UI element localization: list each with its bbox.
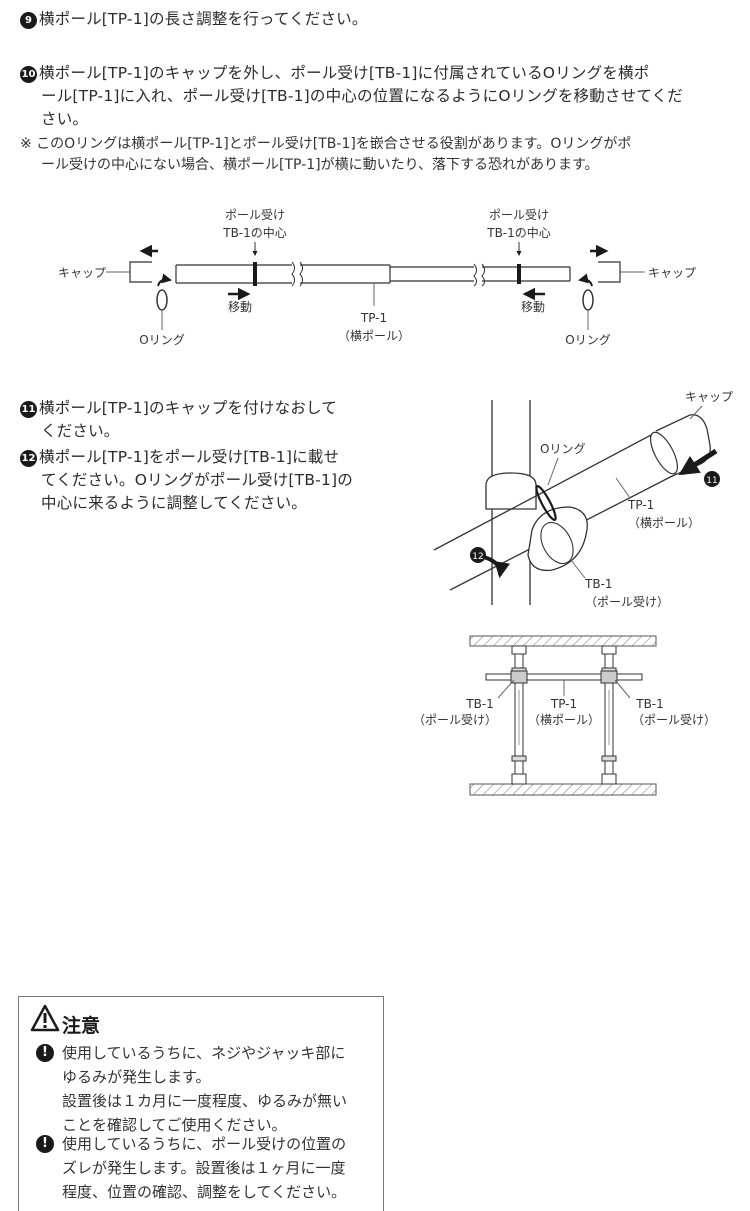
step-number-badge: 9 xyxy=(20,12,37,29)
pole-right-segment xyxy=(482,266,571,282)
caution-bang-icon: ! xyxy=(36,1135,54,1153)
center-label-left-2: TB-1の中心 xyxy=(222,225,287,240)
tp-label-1: TP-1 xyxy=(550,697,577,711)
cap-label-left: キャップ xyxy=(58,266,106,280)
pole-middle-outer xyxy=(300,264,390,284)
tp-label-2: （横ポール） xyxy=(338,329,410,343)
caution-item-2-line-3: 程度、位置の確認、調整をしてください。 xyxy=(62,1183,347,1201)
cap-label: キャップ xyxy=(685,390,733,404)
tb-left-label-1: TB-1 xyxy=(465,697,494,711)
step-9-text: 横ポール[TP-1]の長さ調整を行ってください。 xyxy=(39,10,368,28)
caution-item-1-line-2: ゆるみが発生します。 xyxy=(62,1068,211,1086)
caution-item-2-line-2: ズレが発生します。設置後は１ヶ月に一度 xyxy=(62,1159,346,1177)
mounting-detail-diagram: キャップ Oリング TP-1 （横ポール） TB-1 （ポール受け） 11 12 xyxy=(433,390,733,609)
right-vertical-pole xyxy=(601,645,617,785)
move-label-left: 移動 xyxy=(228,300,252,314)
tp-label-1: TP-1 xyxy=(360,311,387,325)
left-vertical-pole xyxy=(511,645,527,785)
floor-hatch xyxy=(469,783,657,796)
installation-overview-diagram: TB-1 （ポール受け） TP-1 （横ポール） TB-1 （ポール受け） xyxy=(413,635,716,796)
cap-label-right: キャップ xyxy=(648,266,696,280)
caution-item-2: 使用しているうちに、ポール受けの位置の ズレが発生します。設置後は１ヶ月に一度 … xyxy=(62,1132,382,1204)
caution-item-2-line-1: 使用しているうちに、ポール受けの位置の xyxy=(62,1135,347,1153)
oring-label-left: Oリング xyxy=(139,333,184,347)
center-label-left-1: ポール受け xyxy=(225,208,285,222)
oring-on-pole xyxy=(535,485,557,521)
oring-on-pole-left xyxy=(253,262,257,286)
receiver-hook-shape xyxy=(527,506,588,572)
tp-label-2: （横ポール） xyxy=(528,713,600,727)
step-10-line-3: さい。 xyxy=(41,110,89,128)
tb-left-label-2: （ポール受け） xyxy=(413,713,497,727)
step-10-line-1: 横ポール[TP-1]のキャップを外し、ポール受け[TB-1]に付属されているOリ… xyxy=(39,64,650,82)
tb-right-label-2: （ポール受け） xyxy=(632,713,716,727)
step-10-line-2: ール[TP-1]に入れ、ポール受け[TB-1]の中心の位置になるようにOリングを… xyxy=(41,87,683,105)
receiver-right xyxy=(600,670,618,684)
oring-placement-diagram: ポール受け TB-1の中心 ポール受け TB-1の中心 キャップ キャップ 移動… xyxy=(58,208,696,347)
caution-bang-icon: ! xyxy=(36,1044,54,1062)
step-11-line-1: 横ポール[TP-1]のキャップを付けなおして xyxy=(39,399,337,417)
oring-label: Oリング xyxy=(540,442,585,456)
step-number-badge: 11 xyxy=(20,401,37,418)
tp-label-1: TP-1 xyxy=(627,498,654,512)
note-line-1: ※ このOリングは横ポール[TP-1]とポール受け[TB-1]を嵌合させる役割が… xyxy=(20,136,632,152)
center-label-right-2: TB-1の中心 xyxy=(486,225,551,240)
caution-item-1-line-3: 設置後は１カ月に一度程度、ゆるみが無い xyxy=(62,1092,348,1110)
caution-item-1-line-1: 使用しているうちに、ネジやジャッキ部に xyxy=(62,1044,346,1062)
oring-left-icon xyxy=(156,289,168,311)
oring-on-pole-right xyxy=(517,264,521,284)
center-label-right-1: ポール受け xyxy=(489,208,549,222)
caution-box xyxy=(18,996,384,1211)
step-12-badge: 12 xyxy=(472,552,483,562)
step-11-line-2: ください。 xyxy=(41,422,120,440)
move-label-right: 移動 xyxy=(521,300,545,314)
step-12-line-3: 中心に来るように調整してください。 xyxy=(41,494,307,512)
oring-label-right: Oリング xyxy=(565,333,610,347)
step-12-line-2: てください。Oリングがポール受け[TB-1]の xyxy=(41,471,353,489)
cap-left-shape xyxy=(129,261,152,283)
tb-right-label-1: TB-1 xyxy=(635,697,664,711)
horizontal-pole xyxy=(485,673,643,681)
warning-triangle-icon xyxy=(30,1004,60,1032)
step-number-badge: 10 xyxy=(20,66,37,83)
oring-right-icon xyxy=(582,289,594,311)
pole-left-segment xyxy=(175,264,292,284)
caution-item-1: 使用しているうちに、ネジやジャッキ部に ゆるみが発生します。 設置後は１カ月に一… xyxy=(62,1041,382,1137)
cap-right-shape xyxy=(598,261,621,283)
caution-item-1-line-4: ことを確認してご使用ください。 xyxy=(62,1116,287,1134)
step-11-badge: 11 xyxy=(706,476,717,486)
receiver-ring-shape xyxy=(485,472,537,510)
tp-label-2: （横ポール） xyxy=(628,516,700,530)
tb-label-2: （ポール受け） xyxy=(585,595,669,609)
note-line-2: ール受けの中心にない場合、横ポール[TP-1]が横に動いたり、落下する恐れがあり… xyxy=(41,157,599,173)
receiver-left xyxy=(510,670,528,684)
ceiling-hatch xyxy=(469,635,657,647)
step-12-line-1: 横ポール[TP-1]をポール受け[TB-1]に載せ xyxy=(39,448,340,466)
step-10-note: ※ このOリングは横ポール[TP-1]とポール受け[TB-1]を嵌合させる役割が… xyxy=(20,134,745,176)
caution-title: 注意 xyxy=(62,1015,101,1037)
tb-label-1: TB-1 xyxy=(584,577,613,591)
step-number-badge: 12 xyxy=(20,450,37,467)
pole-middle-inner xyxy=(389,265,474,283)
